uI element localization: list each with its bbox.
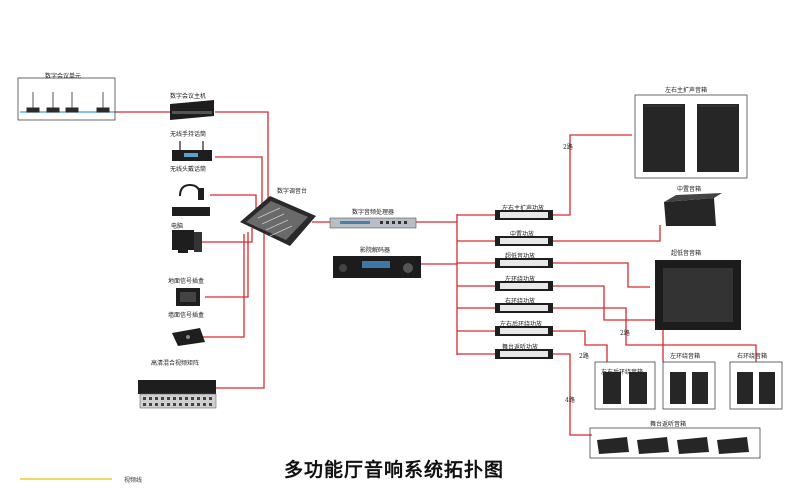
label-conference-unit: 数字会议单元 <box>45 73 82 80</box>
conference-host-icon <box>170 100 214 120</box>
label-floor-socket: 地面信号插盒 <box>168 278 205 285</box>
label-stage-monitor: 舞台返听音箱 <box>650 421 687 428</box>
video-matrix-icon <box>138 380 217 409</box>
audio-processor-icon <box>329 217 417 229</box>
label-mixer: 数字调音台 <box>277 188 308 195</box>
stage-monitor-speakers-icon <box>589 427 761 459</box>
amplifier-4 <box>495 281 553 291</box>
wireless-handheld-receiver-icon <box>172 141 212 161</box>
diagram-title: 多功能厅音响系统拓扑图 <box>283 459 504 481</box>
conference-unit-frame <box>17 77 116 121</box>
label-amplifier-1: 左右主扩声功放 <box>502 205 545 212</box>
label-video-matrix: 高清混合视频矩阵 <box>151 360 200 367</box>
signal-lines <box>115 111 757 436</box>
channel-label-sub: 2路 <box>620 330 630 337</box>
rear-surround-speakers-icon <box>594 361 656 410</box>
channel-label-main: 2路 <box>563 144 573 151</box>
conference-unit-group <box>26 92 110 113</box>
amplifier-stack <box>495 210 553 359</box>
cinema-decoder-icon <box>333 256 421 278</box>
label-computer: 电脑 <box>171 223 184 230</box>
label-left-surround: 左环绕音箱 <box>670 353 701 360</box>
label-decoder: 影院解码器 <box>360 247 391 254</box>
label-right-surround: 右环绕音箱 <box>737 353 768 360</box>
label-conference-host: 数字会议主机 <box>170 93 207 100</box>
label-amplifier-5: 右环绕功放 <box>505 298 536 305</box>
channel-label-rear: 2路 <box>579 353 589 360</box>
label-amplifier-2: 中置功放 <box>510 231 535 238</box>
label-amplifier-4: 左环绕功放 <box>505 276 536 283</box>
channel-label-stage: 4路 <box>565 397 575 404</box>
label-processor: 数字音频处理器 <box>352 209 395 216</box>
right-surround-speakers-icon <box>729 361 783 410</box>
left-surround-speakers-icon <box>662 361 716 410</box>
wireless-headset-icon <box>172 183 210 216</box>
label-wall-socket: 墙面信号插盒 <box>168 312 205 319</box>
label-amplifier-3: 超低音功放 <box>505 253 536 260</box>
label-subwoofer: 超低音音箱 <box>671 250 702 257</box>
wall-socket-icon <box>172 328 205 346</box>
amplifier-7 <box>495 349 553 359</box>
label-wireless-headset: 无线头戴话筒 <box>170 166 207 173</box>
digital-mixer-icon <box>240 196 316 246</box>
amplifier-1 <box>495 210 553 220</box>
label-main-speakers: 左右主扩声音箱 <box>665 87 708 94</box>
amplifier-5 <box>495 303 553 313</box>
legend-label: 视频线 <box>124 477 143 484</box>
label-wireless-handheld: 无线手持话筒 <box>170 131 207 138</box>
amplifier-2 <box>495 236 553 246</box>
center-speaker-icon <box>664 193 722 226</box>
main-speakers-icon <box>634 94 748 179</box>
amplifier-6 <box>495 326 553 336</box>
computer-icon <box>172 230 202 253</box>
label-amplifier-7: 舞台返听功放 <box>502 344 539 351</box>
amplifier-3 <box>495 258 553 268</box>
subwoofer-icon <box>655 260 741 330</box>
label-center-speaker: 中置音箱 <box>677 186 702 193</box>
label-amplifier-6: 左右后环绕功放 <box>500 321 543 328</box>
label-rear-surround: 左右后环绕音箱 <box>601 369 644 376</box>
floor-socket-icon <box>176 288 200 306</box>
